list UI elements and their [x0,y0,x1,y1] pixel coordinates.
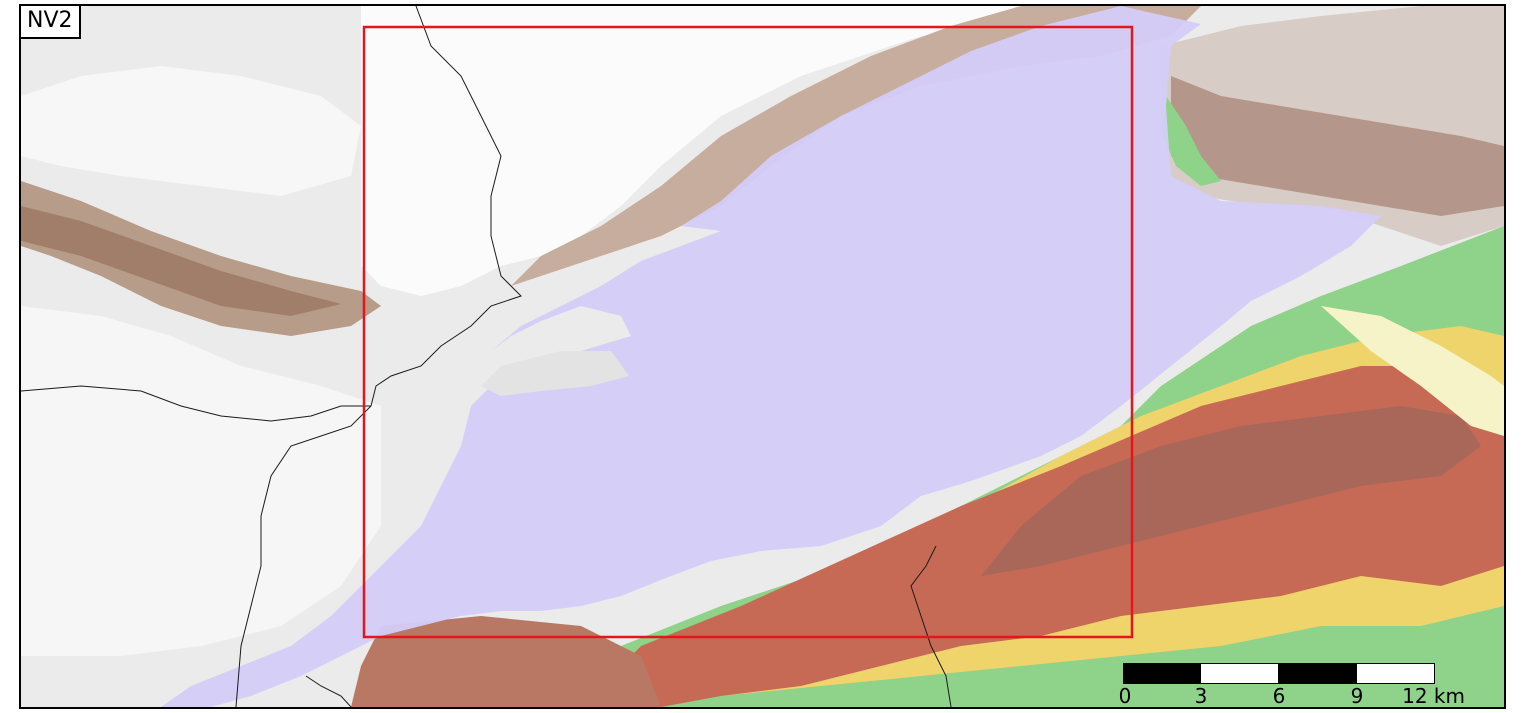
terrain-white-plateau-north [361,6,1101,296]
peninsula [481,351,629,396]
scale-tick-9: 9 [1350,684,1364,708]
terrain-valley-lowland-east [1321,306,1504,436]
border-line-southwest [305,675,352,707]
terrain-brown-ridge-west-dark [21,206,341,316]
scale-tick-6: 6 [1272,684,1286,708]
terrain-brown-relief-dark [981,406,1481,576]
terrain-valley-green-northeast [1163,96,1221,186]
terrain-white-west [21,66,361,196]
study-area-frame [362,25,1134,639]
terrain-white-southwest [21,306,381,656]
scale-segment-3 [1278,663,1357,684]
scale-segment-2 [1200,663,1279,684]
terrain-northeast-relief-dark [1171,76,1504,216]
border-line-south [910,545,952,707]
scale-bar: 0 3 6 9 12 km [1118,661,1465,708]
scale-segment-4 [1356,663,1435,684]
terrain-southwest-relief [351,616,661,707]
terrain-brown-ridge-north [511,6,1201,286]
scale-tick-3: 3 [1194,684,1208,708]
border-line-west [21,385,371,422]
map-viewport[interactable]: NV2 0 3 6 9 12 km [19,4,1506,709]
scale-tick-0: 0 [1118,684,1132,708]
scale-tick-12: 12 km [1402,684,1465,708]
terrain-map [21,6,1504,707]
border-line-north [235,6,522,707]
scale-segment-1 [1123,663,1201,684]
lake-area [161,6,1381,707]
map-label: NV2 [21,6,81,39]
